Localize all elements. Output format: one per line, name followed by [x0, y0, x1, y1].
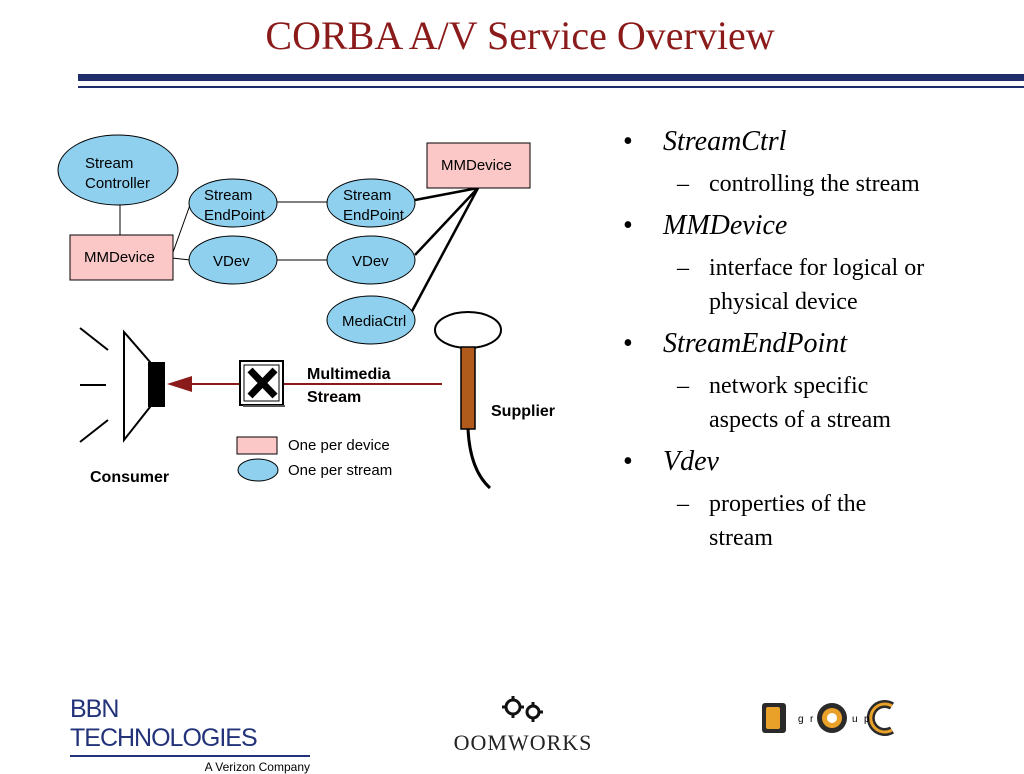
bullet-term: MMDevice [663, 210, 788, 241]
mmdevice-right-links [408, 186, 480, 316]
microphone-icon [434, 311, 502, 490]
title-rule-thin [78, 86, 1024, 88]
oomworks-logo: OOMWORKS [448, 695, 598, 756]
gears-icon [502, 696, 543, 722]
sub-bullet: –controlling the stream [677, 171, 920, 197]
sub-bullet-text: aspects of a stream [709, 407, 891, 433]
bbn-logo-tagline: A Verizon Company [204, 760, 310, 774]
doc-small-g: g [798, 714, 804, 725]
mediactrl-label: MediaCtrl [342, 313, 406, 330]
vdev-left-ellipse [188, 235, 278, 285]
stream-endpoint-left-ellipse [188, 178, 278, 228]
oomworks-logo-text: OOMWORKS [453, 730, 593, 755]
speaker-icon [79, 327, 165, 443]
stream-controller-label-1: Stream [85, 155, 133, 172]
stream-arrow-head [167, 376, 192, 392]
sub-bullet-text: physical device [709, 289, 858, 315]
bbn-logo-name: BBN TECHNOLOGIES [70, 695, 258, 752]
bbn-logo: BBN TECHNOLOGIES A Verizon Company [70, 695, 310, 774]
sub-bullet-text: controlling the stream [709, 171, 920, 197]
vdev-left-label: VDev [213, 253, 250, 270]
consumer-label: Consumer [90, 469, 169, 486]
doc-small-p: p [864, 714, 870, 725]
legend-stream-swatch [237, 458, 279, 482]
sub-bullet-text: network specific [709, 373, 869, 399]
stream-endpoint-right-label-1: Stream [343, 187, 391, 204]
mmdevice-left-box [69, 234, 174, 281]
mmdevice-right-box [426, 142, 531, 189]
bullet-streamctrl: •StreamCtrl [623, 126, 787, 157]
stream-endpoint-right-ellipse [326, 178, 416, 228]
stream-label-1: Multimedia [307, 366, 391, 383]
slide-title: CORBA A/V Service Overview [265, 13, 775, 58]
bbn-logo-rule [70, 755, 310, 757]
multimedia-stream-icon [239, 360, 285, 407]
mmdevice-left-label: MMDevice [84, 249, 155, 266]
bullet-streamendpoint: •StreamEndPoint [623, 328, 848, 359]
stream-endpoint-left-label-2: EndPoint [204, 207, 266, 224]
sub-bullet-text: properties of the [709, 491, 867, 517]
vdev-right-label: VDev [352, 253, 389, 270]
bullet-list: •StreamCtrl –controlling the stream •MMD… [615, 125, 1015, 555]
doc-small-u: u [852, 714, 858, 725]
sub-bullet-text: stream [709, 525, 773, 551]
diagram-connectors [119, 201, 328, 261]
bullet-term: StreamEndPoint [663, 328, 848, 359]
mmdevice-right-label: MMDevice [441, 157, 512, 174]
bullet-term: Vdev [663, 446, 719, 477]
doc-group-logo: g r u p [762, 700, 895, 736]
stream-label-2: Stream [307, 389, 361, 406]
stream-endpoint-left-label-1: Stream [204, 187, 252, 204]
legend-device-label: One per device [288, 437, 390, 454]
doc-small-r: r [810, 714, 814, 725]
vdev-right-ellipse [326, 235, 416, 285]
stream-controller-ellipse [57, 134, 179, 206]
sub-bullet-text: interface for logical or [709, 255, 925, 281]
title-rule-thick [78, 74, 1024, 81]
bullet-mmdevice: •MMDevice [623, 210, 788, 241]
bullet-vdev: •Vdev [623, 446, 719, 477]
legend-device-swatch [236, 436, 278, 455]
mediactrl-ellipse [326, 295, 416, 345]
stream-controller-label-2: Controller [85, 175, 150, 192]
supplier-label: Supplier [491, 403, 555, 420]
stream-endpoint-right-label-2: EndPoint [343, 207, 405, 224]
legend-stream-label: One per stream [288, 462, 392, 479]
av-service-diagram: Stream Controller MMDevice Stream EndPoi… [57, 134, 555, 490]
bullet-term: StreamCtrl [663, 126, 787, 157]
